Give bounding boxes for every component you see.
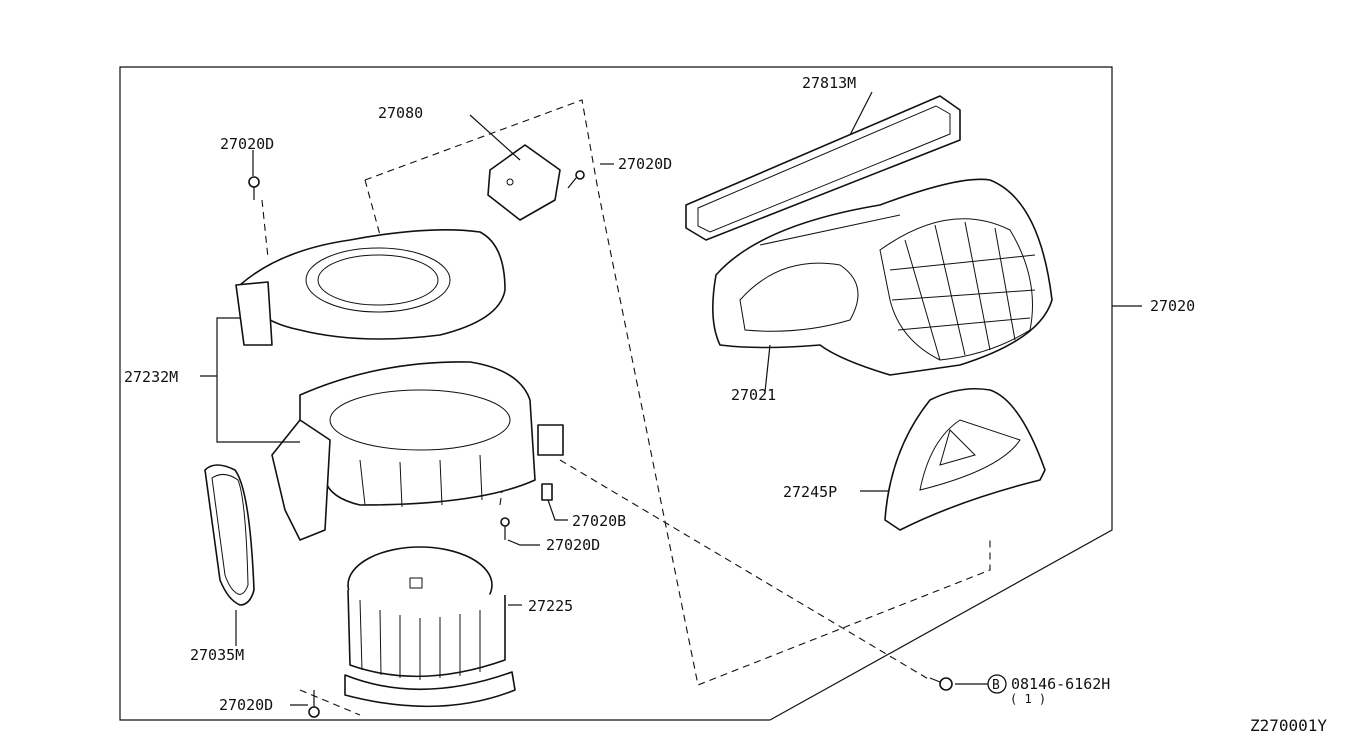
label-27020b: 27020B [572,512,626,530]
motor-part [344,546,516,708]
seal-part [204,464,255,606]
intake-duct-part [712,178,1053,376]
label-27020d-mid: 27020D [546,536,600,554]
bolt-mark-circle [987,674,1007,694]
resistor-part [487,144,561,221]
bolt-mark: B [992,678,1000,693]
lower-case-part [271,361,564,541]
label-27021: 27021 [731,386,776,404]
cover-part [884,387,1046,531]
label-27225: 27225 [528,597,573,615]
leader-lines [200,91,1142,706]
label-27813m: 27813M [802,74,856,92]
label-27035m: 27035M [190,646,244,664]
label-bolt-code: 08146-6162H [1011,675,1110,693]
label-27020d-top: 27020D [220,135,274,153]
upper-case-part [235,228,506,346]
part-labels: 27813M 27080 27020D 27020D 27020 27232M … [124,74,1327,735]
screw-icon-set [248,170,953,718]
label-27245p: 27245P [783,483,837,501]
label-bolt-qty: ( 1 ) [1010,692,1046,706]
assembly-frame [119,66,1113,721]
label-27020d-bottom: 27020D [219,696,273,714]
filter-part [685,95,961,241]
label-27020: 27020 [1150,297,1195,315]
label-27080: 27080 [378,104,423,122]
label-27232m: 27232M [124,368,178,386]
diagram-id: Z270001Y [1250,716,1327,735]
label-27020d-right: 27020D [618,155,672,173]
